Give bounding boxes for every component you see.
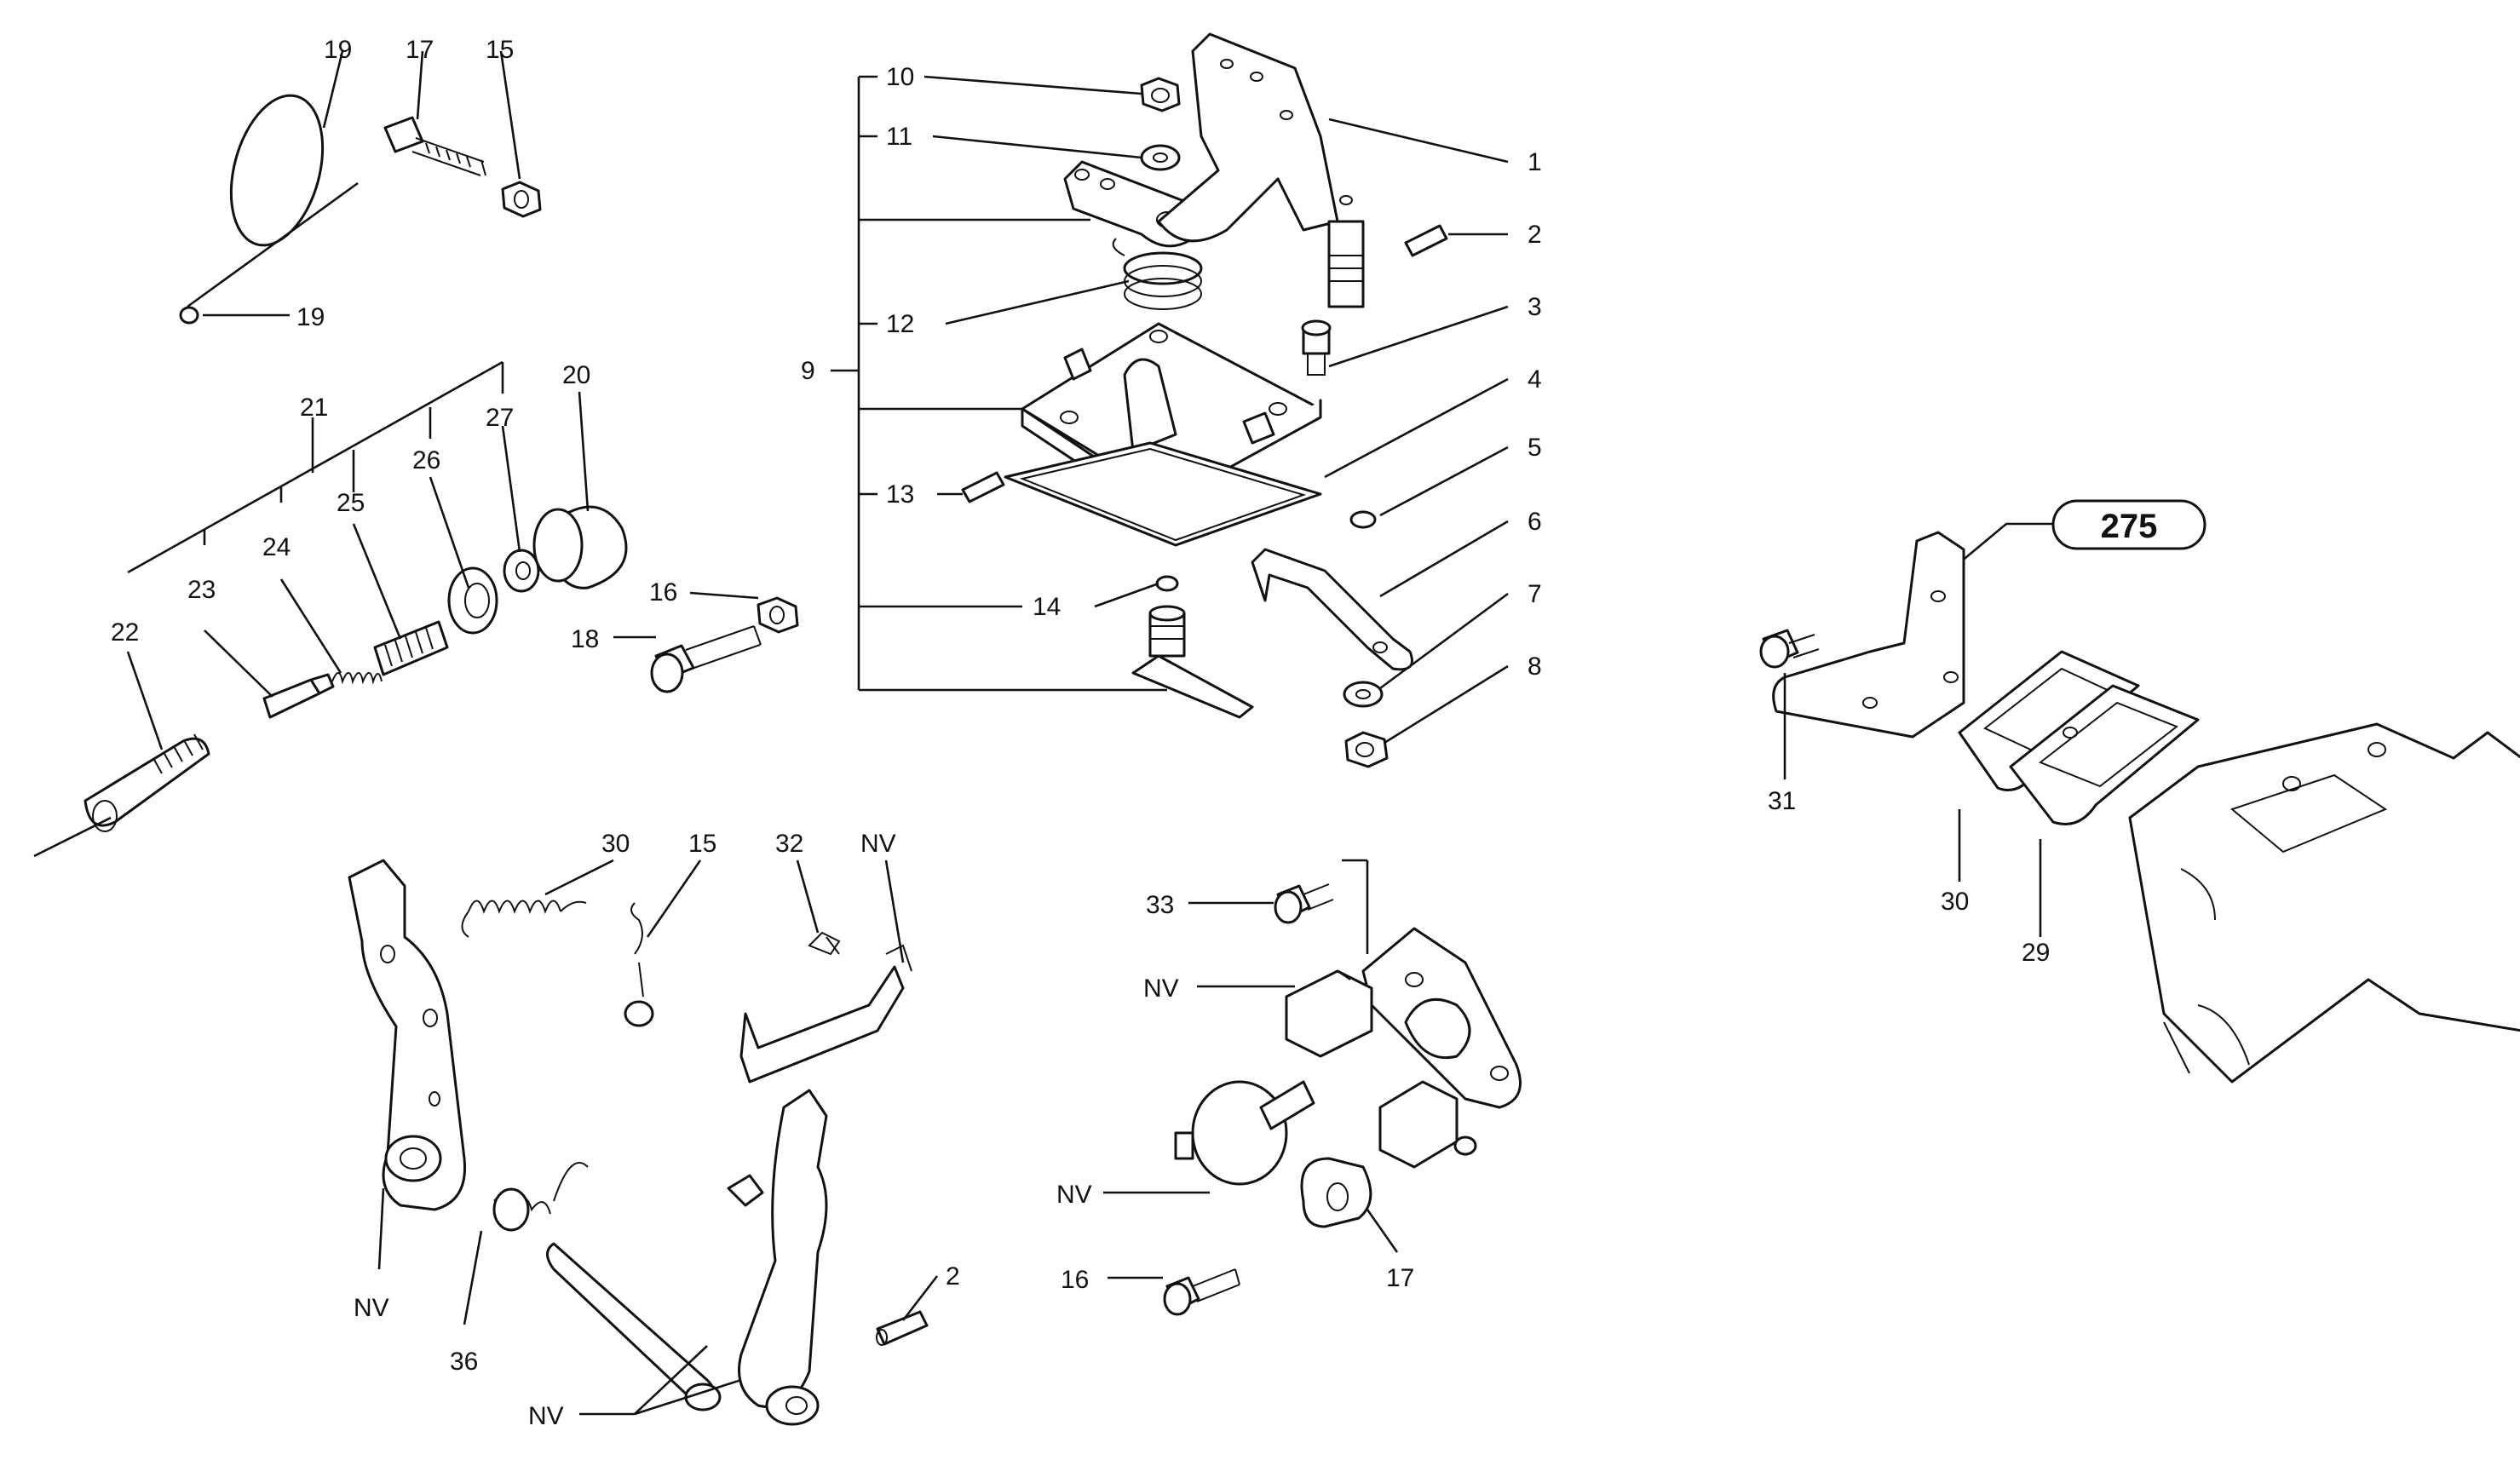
callout-34: 32 [775,830,803,858]
callout-2-bottom: 2 [946,1262,960,1291]
gasket [1004,441,1322,547]
washer-11 [1140,144,1181,171]
lever-arm-right [727,1089,828,1426]
callout-35: 33 [1146,891,1174,919]
callout-4: 4 [1528,365,1542,394]
reference-badge-label: 275 [2101,508,2158,545]
pin-25 [262,673,335,719]
callout-33: 31 [1768,787,1796,815]
spring-30 [461,900,587,938]
oring-14 [1155,575,1179,592]
callout-nv-disc: NV [1056,1181,1092,1209]
spring-36 [492,1162,589,1232]
washer-29 [503,549,540,593]
callout-2-top: 2 [1528,221,1542,249]
callout-9: 9 [801,357,815,385]
callout-12: 12 [886,310,914,338]
callout-27: 25 [337,489,365,517]
reference-badge-275: 275 [2051,499,2206,550]
block-right [1378,1080,1477,1169]
engine-block [2128,722,2520,1084]
bolt-33 [1759,629,1820,669]
callout-19-mid: 18 [571,625,599,653]
callout-23: 21 [300,394,328,422]
bolt-19-mid [650,625,762,693]
cylinder-17 [1300,1157,1372,1228]
spring-27 [373,620,449,676]
washer-7 [1343,681,1384,708]
callout-17: 17 [1386,1264,1414,1292]
bolt-35 [1274,883,1334,924]
clip-34 [808,931,841,956]
gasket-31 [2009,684,2200,825]
bolt-19-top [383,116,486,176]
lever-1 [1157,32,1365,308]
callout-1: 1 [1528,148,1542,176]
callout-29: 27 [486,404,514,432]
lever-arm-left [348,859,467,1211]
disc-nv [1174,1080,1315,1186]
nut-10 [1140,77,1181,112]
callout-36: 36 [450,1348,478,1376]
callout-20: 19 [324,36,352,64]
shaft-pin [546,1242,722,1411]
callout-31: 29 [2022,939,2050,967]
spring-clip-15 [624,902,654,1027]
callout-18-mid: 16 [649,578,677,607]
callout-21: 19 [296,303,325,331]
callout-26: 24 [262,533,291,561]
block-nv [1285,969,1373,1058]
callout-6: 6 [1528,508,1542,536]
cover-disc-20 [187,94,359,308]
callout-22: 20 [562,361,590,389]
nut-18-top [501,181,542,218]
callout-8: 8 [1528,653,1542,681]
nut-8 [1344,731,1389,768]
plate-bracket [1361,927,1522,1109]
callout-nv-lever: NV [354,1294,389,1322]
cap-22 [532,505,628,589]
callout-11: 11 [886,123,912,151]
callout-32: 30 [1941,888,1969,916]
pin-2-top [1404,224,1448,257]
callout-5: 5 [1528,434,1542,462]
pin-13 [961,471,1005,503]
link-6 [1251,548,1413,671]
callout-30: 30 [601,830,630,858]
callout-14: 14 [1033,593,1061,621]
callout-nv-link: NV [860,830,896,858]
oring-21 [179,306,199,325]
callout-13: 13 [886,480,914,509]
callout-19-top: 17 [406,36,434,64]
bushing-28 [447,566,498,635]
callout-25: 23 [187,576,216,604]
oring-5 [1349,510,1377,529]
bolt-16 [1163,1268,1240,1316]
callout-16: 16 [1061,1266,1089,1294]
spring-26 [331,672,383,685]
link-bar-nv [739,944,912,1084]
callout-nv-shaft: NV [528,1402,564,1430]
callout-28: 26 [412,446,440,474]
bracket-plate [1772,531,1965,739]
shaft-lever-bottom [1131,605,1254,719]
callout-15: 15 [688,830,716,858]
callout-18-top: 15 [486,36,514,64]
callout-7: 7 [1528,580,1542,608]
callout-10: 10 [886,63,914,91]
callout-24: 22 [111,618,139,647]
callout-nv-block: NV [1143,974,1179,1003]
spring-12 [1112,238,1203,310]
pin-24 [83,733,210,832]
pin-2-bottom [876,1310,929,1346]
bolt-3 [1301,319,1332,376]
callout-3: 3 [1528,293,1542,321]
nut-18-mid [757,596,799,634]
